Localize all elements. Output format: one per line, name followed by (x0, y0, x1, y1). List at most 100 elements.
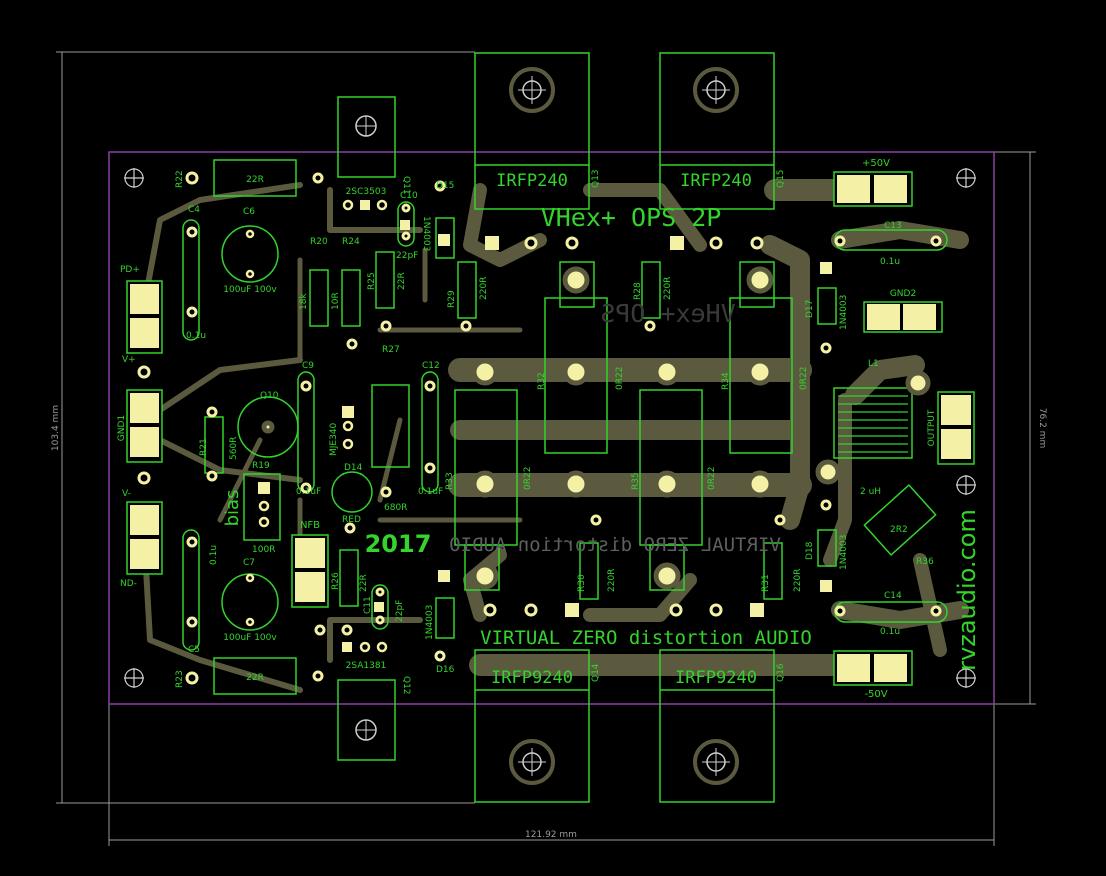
c9-value: 0.1uF (296, 487, 321, 497)
pd-plus-label: PD+ (120, 265, 140, 275)
mosfet-q13 (474, 52, 590, 210)
r25-label: R25 (367, 272, 377, 290)
c13-label: C13 (884, 221, 902, 231)
dim-width: 121.92 mm (525, 830, 577, 840)
r22-value: 22R (246, 175, 264, 185)
passive-outlines (182, 159, 948, 695)
r23-label: R23 (175, 670, 185, 688)
c5-label: C5 (188, 645, 200, 655)
c5-value: 0.1u (209, 545, 219, 565)
r24-label: R24 (342, 237, 360, 247)
bias-label: bias (222, 490, 243, 527)
d17-part: 1N4003 (839, 295, 849, 330)
c12-value: 0.1uF (418, 487, 443, 497)
mosfet-q14 (474, 649, 590, 803)
r24-value: 10R (331, 292, 341, 310)
c6-value: 100uF 100v (223, 285, 277, 295)
r35-value: 0R22 (707, 467, 717, 490)
d14-value: RED (342, 515, 361, 525)
board-outline (108, 151, 995, 705)
r21-value: 560R (229, 437, 239, 460)
v-plus-label: V+ (122, 355, 136, 365)
d17-label: D17 (805, 300, 815, 318)
d18-part: 1N4003 (839, 535, 849, 570)
v-minus-label: V- (122, 489, 131, 499)
gnd1-label: GND1 (117, 415, 127, 441)
r36-label: R36 (916, 557, 934, 567)
d16-label: D16 (436, 665, 455, 675)
r26-value: 22R (359, 574, 369, 592)
r28-label: R28 (633, 282, 643, 300)
mosfet-q16 (659, 649, 775, 803)
dim-height-outer: 103.4 mm (51, 405, 61, 451)
c11-value: 22pF (395, 600, 405, 622)
r29-label: R29 (447, 290, 457, 308)
nd-minus-label: ND- (120, 579, 137, 589)
dimension-lines (56, 51, 1036, 846)
mosfet-q15 (659, 52, 775, 210)
r19-label: R19 (252, 461, 270, 471)
pads-large (137, 171, 942, 685)
c4-value: 0.1u (186, 331, 206, 341)
inductor-l1-windings (838, 395, 908, 453)
nfb-label: NFB (300, 520, 320, 531)
l1-label: L1 (868, 359, 879, 369)
r20-value: 18k (299, 293, 309, 310)
year-label: 2017 (365, 530, 432, 558)
c14-label: C14 (884, 591, 902, 601)
plus50-label: +50V (862, 158, 890, 169)
r23-value: 22R (246, 673, 264, 683)
resistor-r36-body (863, 484, 937, 556)
r30-value: 220R (607, 569, 617, 592)
brand-text: VIRTUAL ZERO distortion AUDIO (480, 627, 812, 649)
d18-label: D18 (805, 541, 815, 560)
c4-label: C4 (188, 205, 200, 215)
d16-part: 1N4003 (425, 605, 435, 640)
c6-label: C6 (243, 207, 255, 217)
q10-label: Q10 (260, 391, 279, 401)
r32-label: R32 (537, 372, 547, 390)
q11-label: Q11 (401, 176, 411, 195)
minus50-label: -50V (864, 689, 887, 700)
r18-value: 680R (384, 503, 407, 513)
r33-label: R33 (445, 472, 455, 490)
brand-text-mirrored: VIRTUAL ZERO distortion AUDIO (449, 534, 781, 556)
q13-ref-label: Q13 (591, 169, 601, 188)
c7-label: C7 (243, 558, 255, 568)
r32-value: 0R22 (615, 367, 625, 390)
r27-label: R27 (382, 345, 400, 355)
q15-ref-label: Q15 (776, 169, 786, 188)
d15-label: D15 (436, 181, 454, 191)
gnd2-label: GND2 (890, 289, 916, 299)
r34-label: R34 (721, 372, 731, 390)
board-title: VHex+ OPS 2P (541, 203, 722, 232)
c10-label: C10 (400, 191, 418, 201)
board-title-mirrored: VHex+ OPS (600, 299, 735, 328)
r19-value: 100R (252, 545, 275, 555)
source-resistors (454, 261, 793, 591)
q13-part-label: IRFP240 (496, 171, 568, 191)
q16-part-label: IRFP9240 (675, 668, 757, 688)
r35-label: R35 (631, 472, 641, 490)
q10-part: MJE340 (329, 422, 339, 456)
r31-label: R31 (761, 574, 771, 592)
c7-value: 100uF 100v (223, 633, 277, 643)
q16-ref-label: Q16 (776, 663, 786, 682)
r26-label: R26 (331, 572, 341, 590)
r30-label: R30 (577, 574, 587, 592)
website-label: rvzaudio.com (953, 509, 981, 671)
r33-value: 0R22 (523, 467, 533, 490)
r20-label: R20 (310, 237, 328, 247)
r28-value: 220R (663, 277, 673, 300)
r22-label: R22 (175, 170, 185, 188)
q12-label: Q12 (401, 676, 411, 695)
output-label: OUTPUT (927, 409, 937, 446)
q12-part: 2SA1381 (346, 661, 387, 671)
q14-ref-label: Q14 (591, 663, 601, 682)
driver-q11 (337, 96, 396, 178)
c11-label: C11 (363, 596, 373, 614)
d14-label: D14 (344, 463, 363, 473)
q11-part: 2SC3503 (346, 187, 387, 197)
driver-q12 (337, 679, 396, 761)
